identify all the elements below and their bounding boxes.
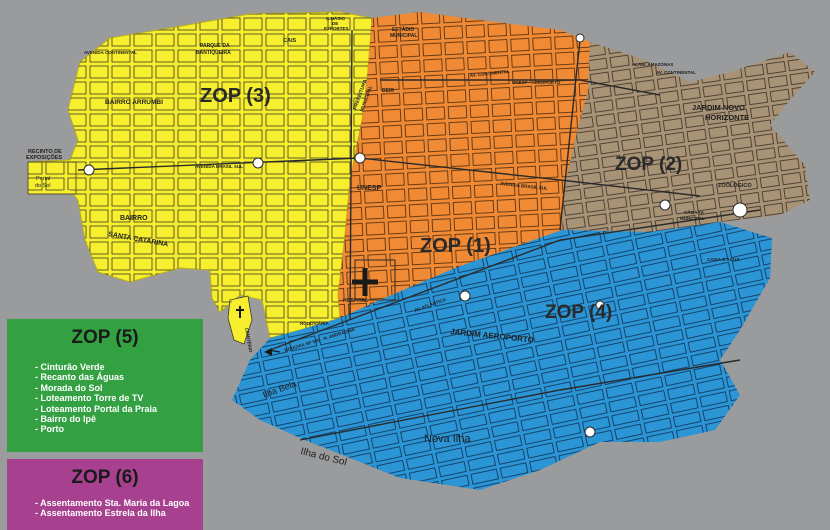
unesp-aeroporto-label: UNESP - AEROPORTO: [512, 80, 561, 85]
bairro-arrumbi-label: BAIRRO ARRUMBI: [105, 99, 163, 106]
estadio-label-2: MUNICIPAL: [390, 33, 417, 39]
ginasio-label-3: ESPORTES: [324, 26, 349, 31]
list-item: - Cinturão Verde: [35, 362, 105, 372]
zop-6-legend: ZOP (6) - Assentamento Sta. Maria da Lag…: [7, 459, 203, 530]
list-item: - Loteamento Portal da Praia: [35, 403, 158, 414]
caixa-dagua-label: CAIXA D'ÁGUA: [707, 256, 740, 262]
zop-6-title: ZOP (6): [71, 467, 139, 488]
estadio-label-1: ESTÁDIO: [392, 26, 414, 33]
cemiterio-label: CEMITÉRIO: [244, 327, 255, 353]
list-item: - Recanto das Águas: [35, 372, 125, 383]
zop-5-list: - Cinturão Verde - Recanto das Águas - M…: [7, 362, 203, 435]
ginasio-label-1: GINÁSIO: [326, 15, 346, 21]
av-brasil-label-2: AVENIDA BRASIL SUL: [500, 181, 548, 191]
zop-1-label: ZOP (1): [420, 235, 491, 257]
zoologico-label: ZOOLÓGICO: [718, 181, 752, 189]
zop-6-list: - Assentamento Sta. Maria da Lagoa - Ass…: [7, 498, 203, 519]
hospital-label: HOSPITAL: [343, 298, 368, 304]
zop-5-title: ZOP (5): [71, 327, 139, 348]
portal-label-2: do Sol: [35, 183, 51, 189]
list-item: - Loteamento Torre de TV: [35, 393, 144, 404]
deir-label: DEIR: [382, 88, 394, 94]
list-item: - Porto: [35, 424, 64, 435]
list-item: - Bairro do Ipê: [35, 414, 97, 425]
bairro-santa-catarina-1: BAIRRO: [120, 215, 148, 222]
jardim-novo-horizonte-1: JARDIM NOVO: [692, 103, 745, 112]
ginasio-label-2: DE: [332, 21, 338, 26]
zop-3-label: ZOP (3): [200, 85, 271, 107]
parque-label-1: PARQUE DA: [200, 43, 230, 49]
camara-label-2: MUNICIPAL: [680, 216, 705, 221]
av-continental-label-2: AV. CONTINENTAL: [656, 70, 696, 75]
zop-5-legend: ZOP (5) - Cinturão Verde - Recanto das Á…: [7, 319, 203, 452]
portal-label-1: Portal: [36, 176, 50, 182]
list-item: - Assentamento Estrela da Ilha: [35, 508, 166, 519]
recinto-label-2: EXPOSIÇÕES: [26, 154, 62, 161]
jardim-novo-horizonte-2: HORIZONTE: [705, 113, 749, 122]
recinto-label-1: RECINTO DE: [28, 149, 62, 155]
rodoviaria-label: RODOVIÁRIA: [300, 320, 330, 326]
parque-label-2: BANTIQUEIRA: [196, 50, 231, 56]
cais-label: CAIS: [283, 38, 296, 44]
nova-ilha-label: Nova Ilha: [424, 433, 471, 445]
zop-4-label: ZOP (4): [545, 302, 612, 323]
av-brasil-label: AVENIDA BRASIL SUL: [195, 164, 243, 169]
av-continental-label: AV. CONTINENTAL: [470, 69, 510, 78]
list-item: - Assentamento Sta. Maria da Lagoa: [35, 498, 190, 508]
zop-2-label: ZOP (2): [615, 154, 682, 175]
avenida-continental-label: AVENIDA CONTINENTAL: [84, 50, 137, 55]
unesp-label: UNESP: [357, 185, 381, 192]
alam-amazonas-label: ALAM. AMAZONAS: [632, 62, 673, 67]
list-item: - Morada do Sol: [35, 382, 103, 393]
camara-label-1: CÂMARA: [684, 209, 705, 215]
